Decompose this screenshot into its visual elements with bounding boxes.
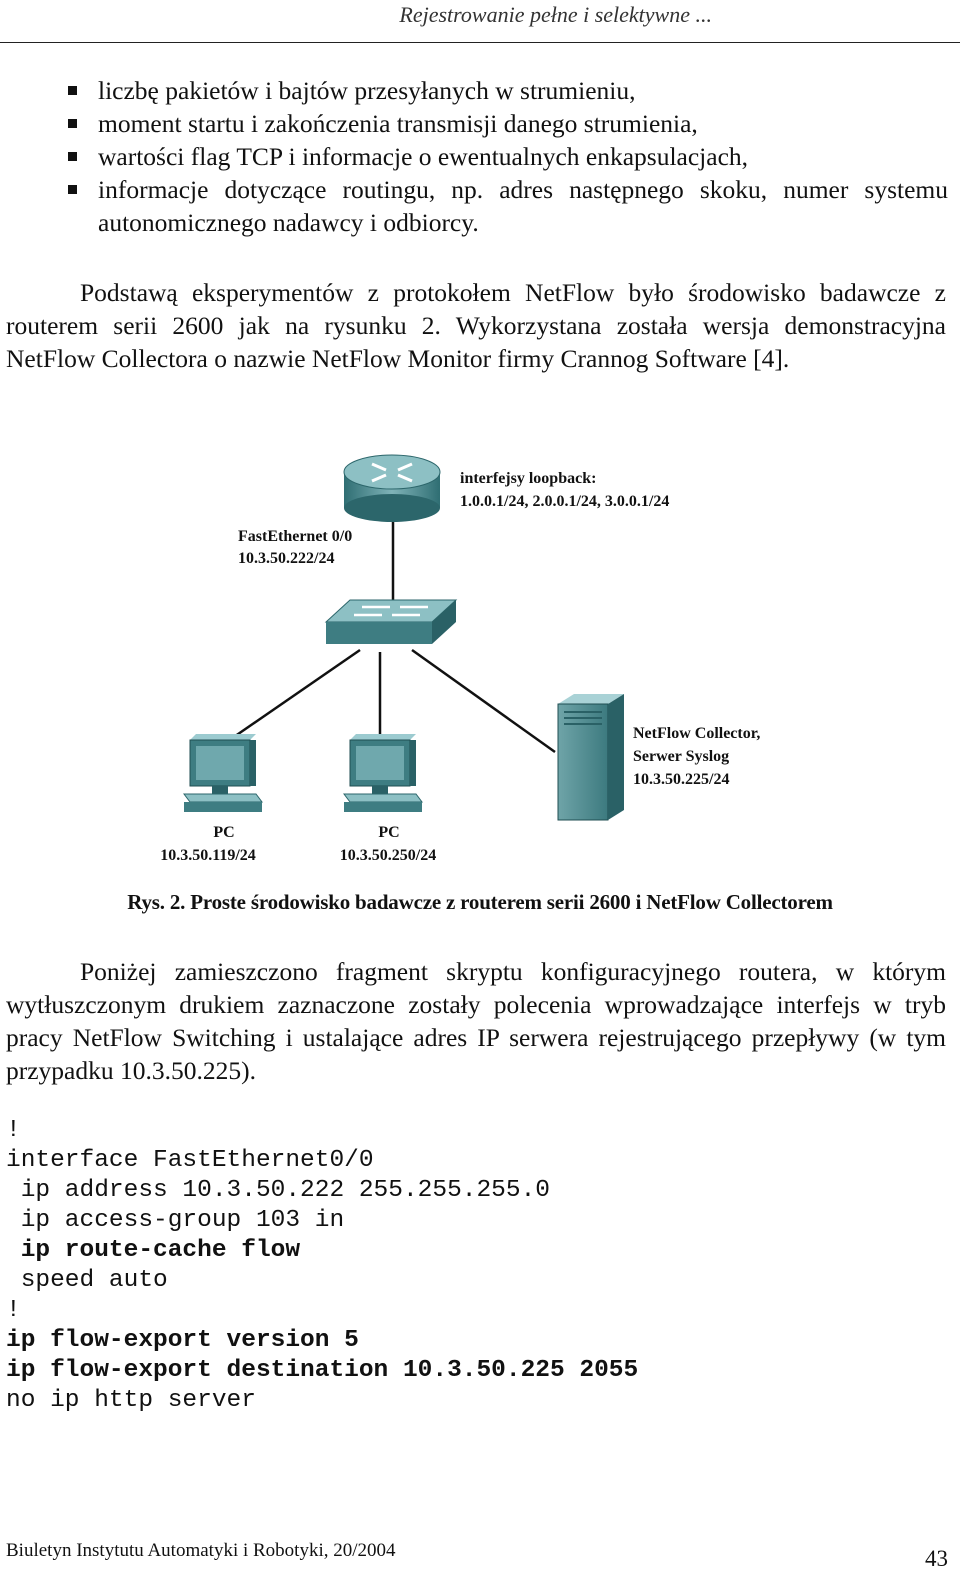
collector-label-address: 10.3.50.225/24 (633, 771, 729, 788)
code-line-bold: ip flow-export destination 10.3.50.225 2… (6, 1357, 639, 1384)
config-code-block: ! interface FastEthernet0/0 ip address 10… (6, 1116, 638, 1416)
network-diagram: interfejsy loopback: 1.0.0.1/24, 2.0.0.1… (160, 454, 760, 864)
pc1-label-address: 10.3.50.119/24 (160, 847, 256, 864)
code-line: no ip http server (6, 1387, 256, 1414)
code-line: ! (6, 1117, 21, 1144)
link-switch-server (411, 648, 556, 754)
footer-journal: Biuletyn Instytutu Automatyki i Robotyki… (6, 1540, 396, 1561)
code-line: speed auto (6, 1267, 168, 1294)
code-line-bold: ip route-cache flow (6, 1237, 301, 1264)
link-switch-pc1 (214, 648, 361, 752)
bullet-square-icon (68, 185, 77, 194)
bullet-item: liczbę pakietów i bajtów przesyłanych w … (60, 74, 948, 107)
bullet-text: informacje dotyczące routingu, np. adres… (98, 175, 948, 237)
router-icon (343, 454, 441, 522)
pc1-label-title: PC (213, 824, 234, 841)
code-line: interface FastEthernet0/0 (6, 1147, 374, 1174)
code-line: ip address 10.3.50.222 255.255.255.0 (6, 1177, 550, 1204)
bullet-square-icon (68, 152, 77, 161)
pc2-label-address: 10.3.50.250/24 (340, 847, 436, 864)
bullet-text: liczbę pakietów i bajtów przesyłanych w … (98, 76, 636, 105)
pc-icon (183, 734, 263, 812)
switch-icon (324, 599, 458, 644)
bullet-item: moment startu i zakończenia transmisji d… (60, 107, 948, 140)
fe-address-label: 10.3.50.222/24 (238, 550, 334, 567)
bullet-list: liczbę pakietów i bajtów przesyłanych w … (60, 74, 948, 239)
code-line-bold: ip flow-export version 5 (6, 1327, 359, 1354)
collector-label-title: NetFlow Collector, (633, 725, 760, 742)
bullet-square-icon (68, 86, 77, 95)
fe-interface-label: FastEthernet 0/0 (238, 528, 352, 545)
bullet-text: moment startu i zakończenia transmisji d… (98, 109, 698, 138)
router-label-title: interfejsy loopback: (460, 470, 596, 487)
running-title: Rejestrowanie pełne i selektywne ... (399, 2, 712, 27)
bullet-text: wartości flag TCP i informacje o ewentua… (98, 142, 749, 171)
router-label-addresses: 1.0.0.1/24, 2.0.0.1/24, 3.0.0.1/24 (460, 493, 669, 510)
running-header: Rejestrowanie pełne i selektywne ... (0, 0, 960, 43)
network-figure: interfejsy loopback: 1.0.0.1/24, 2.0.0.1… (150, 440, 810, 880)
code-line: ! (6, 1297, 21, 1324)
collector-label-syslog: Serwer Syslog (633, 748, 729, 765)
bullet-item: informacje dotyczące routingu, np. adres… (60, 173, 948, 239)
pc2-label-title: PC (378, 824, 399, 841)
code-line: ip access-group 103 in (6, 1207, 345, 1234)
bullet-item: wartości flag TCP i informacje o ewentua… (60, 140, 948, 173)
figure-caption: Rys. 2. Proste środowisko badawcze z rou… (127, 890, 833, 914)
server-icon (557, 694, 624, 821)
pc-icon (343, 734, 423, 812)
bullet-square-icon (68, 119, 77, 128)
paragraph-intro: Podstawą eksperymentów z protokołem NetF… (6, 278, 946, 373)
paragraph-config: Poniżej zamieszczono fragment skryptu ko… (6, 957, 946, 1085)
page-number: 43 (925, 1546, 948, 1571)
